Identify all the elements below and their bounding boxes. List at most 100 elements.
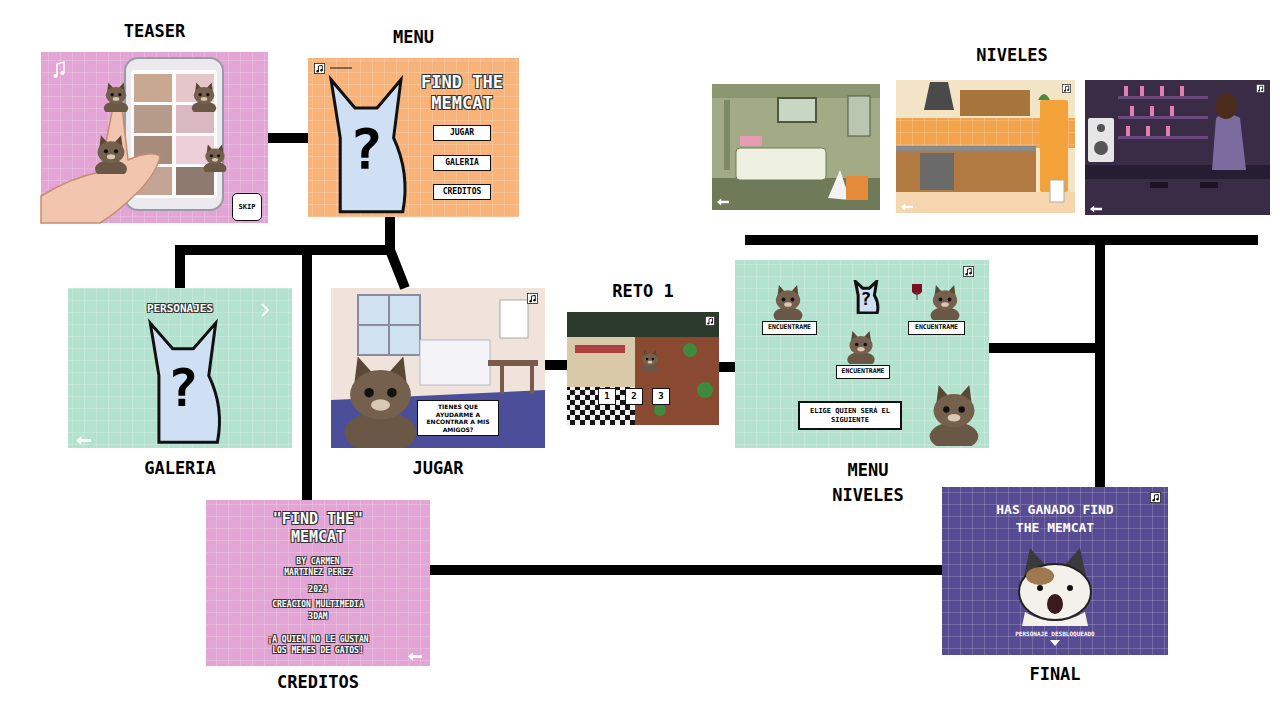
gallery-art — [68, 288, 292, 448]
teaser-art — [41, 52, 268, 223]
challenge-art — [697, 382, 713, 398]
connector-line — [989, 240, 1100, 348]
final-art — [942, 487, 1168, 655]
find-button: ENCUENTRAME — [762, 321, 817, 335]
level-bar-art — [1212, 114, 1246, 170]
challenge-art — [575, 345, 625, 353]
final-art — [1037, 585, 1043, 591]
level-bar-art — [1085, 80, 1270, 215]
menu-art — [308, 58, 519, 217]
levels-group: NIVELES — [712, 80, 1270, 240]
level-menu-art — [963, 266, 973, 276]
teaser-art — [95, 135, 127, 178]
level-menu-screen: MENU NIVELES?ENCUENTRAMEENCUENTRAMEENCUE… — [735, 260, 989, 448]
challenge-art — [641, 350, 659, 374]
screen-heading: MENU — [308, 27, 519, 47]
challenge-art — [567, 312, 719, 425]
credits-course: CREACION MULTIMEDIA — [206, 600, 430, 610]
level-menu-art — [917, 292, 918, 300]
final-art — [1019, 564, 1091, 620]
level-kitchen-art — [1050, 180, 1064, 202]
dialog-box: TIENES QUE AYUDARME A ENCONTRAR A MIS AM… — [417, 400, 499, 436]
credits-art — [206, 500, 430, 666]
menu-art — [330, 67, 352, 68]
level-bathroom-art — [848, 96, 870, 136]
challenge-art — [567, 337, 635, 387]
screen-heading: CREDITOS — [206, 672, 430, 692]
gallery-screen: GALERIAPERSONAJES? — [68, 288, 292, 448]
unlock-note: PERSONAJE DESBLOQUEADO — [942, 630, 1168, 638]
button-label: ENCUENTRAME — [915, 324, 958, 332]
teaser-screen: TEASERSKIP — [41, 52, 268, 223]
level-kitchen-art — [896, 80, 1075, 213]
level-kitchen-art — [896, 146, 1036, 151]
levels-bus-line — [745, 235, 1258, 245]
prompt-text: ELIGE QUIEN SERÁ EL SIGUIENTE — [803, 407, 897, 425]
answer-button: 2 — [625, 388, 643, 405]
screen-heading: JUGAR — [331, 458, 545, 478]
game-title: FIND THE MEMCAT — [408, 72, 516, 114]
play-screen: JUGARTIENES QUE AYUDARME A ENCONTRAR A M… — [331, 288, 545, 448]
menu-art — [314, 63, 324, 73]
final-screen: FINALHAS GANADO FIND THE MEMCATPERSONAJE… — [942, 487, 1168, 655]
level-bar-art — [1118, 136, 1208, 139]
play-art — [500, 366, 504, 394]
button-label: CREDITOS — [443, 187, 482, 197]
final-art — [1047, 594, 1063, 614]
challenge-art — [635, 337, 719, 425]
menu-art — [308, 58, 519, 217]
screen-heading: TEASER — [41, 21, 268, 41]
level-bar-art — [1097, 124, 1105, 132]
credits-year: 2024 — [206, 585, 430, 595]
screen-heading: RETO 1 — [567, 281, 719, 301]
menu-button: GALERIA — [433, 155, 491, 171]
challenge-art — [705, 316, 714, 325]
level-menu-art — [774, 285, 803, 324]
level-bar-art — [1166, 126, 1170, 136]
button-label: ENCUENTRAME — [841, 368, 884, 376]
level-bar-art — [1130, 106, 1134, 116]
question-mark: ? — [341, 117, 391, 181]
teaser-art — [57, 62, 64, 76]
level-bar-art — [1215, 93, 1237, 119]
level-kitchen-art — [896, 80, 1075, 213]
connector-line — [545, 360, 567, 370]
play-art — [420, 340, 490, 385]
level-bar-art — [1150, 182, 1168, 188]
gallery-art — [76, 436, 91, 445]
credits-screen: CREDITOS"FIND THE" MEMCATBY CARMEN MARTI… — [206, 500, 430, 666]
level-menu-art — [931, 285, 960, 324]
level-kitchen-art — [896, 151, 1036, 192]
gallery-art — [262, 304, 268, 316]
button-label: GALERIA — [445, 158, 479, 168]
teaser-art — [54, 74, 58, 78]
level-bar-art — [1140, 86, 1144, 96]
connector-line — [989, 348, 1100, 487]
level-bathroom-art — [778, 98, 816, 122]
menu-art — [331, 80, 405, 212]
teaser-art — [104, 83, 128, 116]
teaser-art — [134, 74, 172, 102]
credits-title: "FIND THE" MEMCAT — [243, 510, 393, 546]
challenge-art — [567, 312, 719, 337]
win-message: HAS GANADO FIND THE MEMCAT — [995, 501, 1115, 537]
level-bar-art — [1126, 126, 1130, 136]
level-menu-art — [735, 260, 989, 450]
level-bar-art — [1170, 106, 1174, 116]
menu-art — [308, 58, 519, 217]
final-art — [1067, 585, 1073, 591]
level-bar-art — [1146, 126, 1150, 136]
challenge-art — [567, 312, 719, 425]
level-kitchen-art — [920, 153, 954, 190]
credits-art — [206, 500, 430, 666]
level-kitchen-art — [896, 192, 1075, 213]
levels-bus-line — [745, 235, 1258, 245]
answer-button: 3 — [652, 388, 670, 405]
level-menu-art — [855, 281, 878, 313]
level-kitchen-art — [960, 90, 1030, 116]
level-bathroom-art — [736, 148, 826, 180]
level-bar-art — [1094, 141, 1108, 155]
answer-button: 1 — [598, 388, 616, 405]
play-art — [331, 288, 545, 454]
teaser-art — [192, 83, 216, 116]
